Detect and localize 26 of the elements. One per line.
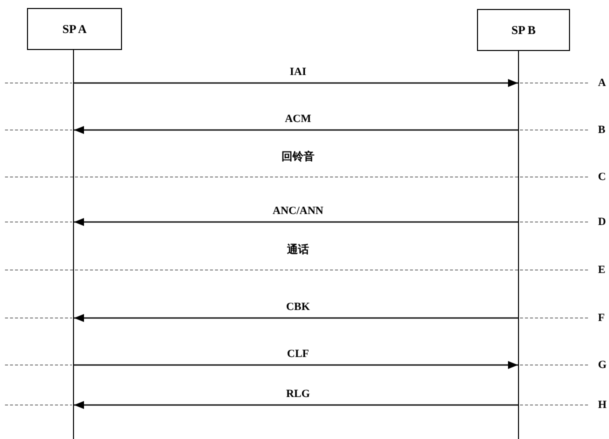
edge-label: CBK (286, 302, 310, 313)
row-letter: G (598, 360, 607, 371)
lifeline (73, 50, 74, 439)
participant-box: SP B (477, 9, 570, 51)
arrow (74, 79, 518, 87)
arrow (74, 401, 518, 409)
arrow (74, 126, 518, 134)
edge-label: RLG (286, 389, 310, 400)
arrow (74, 361, 518, 369)
lifeline (518, 51, 519, 439)
phase-label: 通话 (287, 245, 309, 256)
row-letter: E (598, 265, 606, 276)
row-letter: F (598, 313, 605, 324)
arrow (74, 218, 518, 226)
row-letter: C (598, 172, 606, 183)
row-letter: B (598, 125, 606, 136)
edge-label: ANC/ANN (272, 206, 324, 217)
row-letter: D (598, 217, 606, 228)
edge-label: CLF (287, 349, 309, 360)
row-letter: A (598, 78, 606, 89)
participant-box: SP A (27, 8, 122, 50)
arrow (74, 314, 518, 322)
row-letter: H (598, 400, 607, 411)
edge-label: ACM (284, 114, 312, 125)
phase-label: 回铃音 (282, 152, 314, 163)
edge-label: IAI (290, 67, 306, 78)
